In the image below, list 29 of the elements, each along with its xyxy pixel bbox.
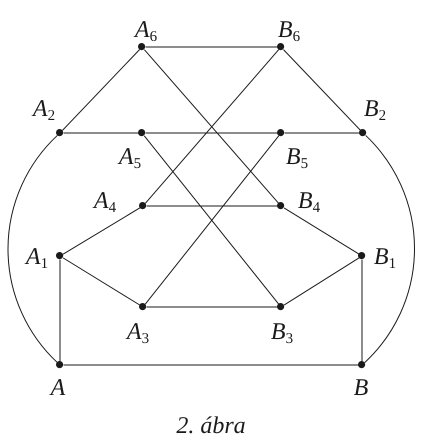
edge-line — [284, 207, 360, 255]
vertex-label: B$_{5}$ — [286, 144, 308, 170]
edge-line — [282, 49, 362, 131]
vertex-label: A$_{2}$ — [32, 96, 56, 122]
edge-line — [145, 132, 278, 134]
edge-line — [284, 257, 360, 306]
edge-line — [63, 132, 139, 134]
figure-caption: 2. ábra — [176, 413, 246, 439]
vertex-label: B$_{1}$ — [374, 244, 396, 270]
edge-line — [63, 364, 359, 366]
vertex-label: A$_{3}$ — [126, 318, 150, 345]
vertex-label: B$_{2}$ — [364, 96, 386, 122]
vertex-label: B$_{6}$ — [278, 17, 300, 43]
curved-edge — [8, 134, 58, 364]
vertex-label: A$_{4}$ — [94, 188, 116, 214]
vertex-label: A$_{5}$ — [118, 144, 142, 170]
vertex-label: A$_{6}$ — [134, 17, 158, 43]
vertex-label: B$_{4}$ — [298, 188, 320, 214]
vertex-label: A — [50, 374, 66, 401]
vertex-label: B — [354, 374, 368, 401]
edge-line — [146, 306, 278, 308]
edge-line — [145, 46, 278, 48]
edge-line — [62, 257, 140, 306]
vertex-label: B$_{3}$ — [270, 318, 294, 345]
curved-edge — [364, 134, 415, 364]
vertex-label: A$_{1}$ — [26, 244, 48, 270]
edge-line — [62, 207, 140, 255]
edge-line — [284, 132, 360, 134]
edge-line — [62, 49, 140, 131]
